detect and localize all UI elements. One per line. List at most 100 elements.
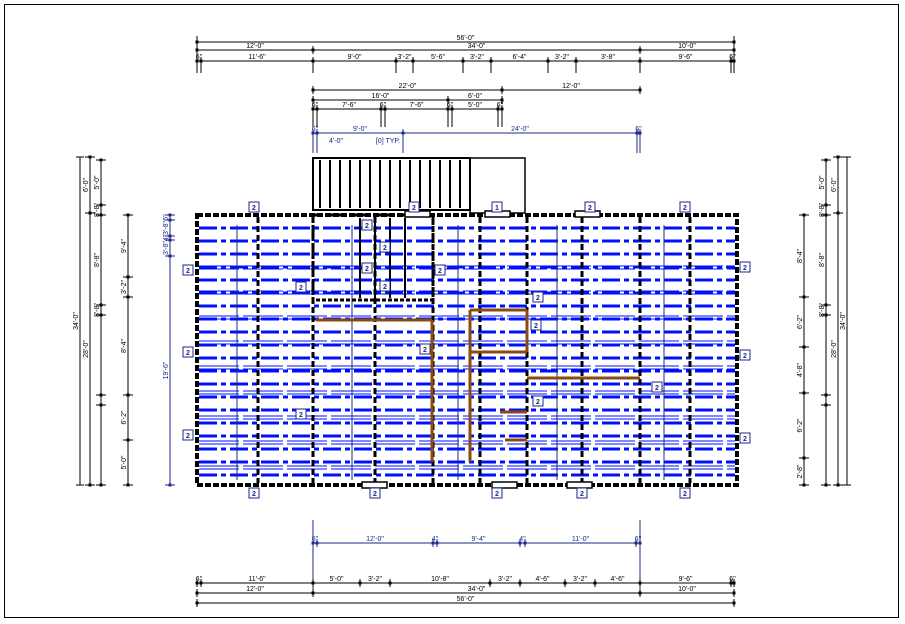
- dimension-label: 9'-6": [679, 54, 693, 61]
- dimension-label: 8'-8": [94, 203, 101, 217]
- dimension-tick: [638, 48, 642, 52]
- dimension-label: 6'-0": [831, 178, 838, 192]
- dimension-tick: [195, 59, 199, 63]
- dimension-tick: [836, 483, 840, 487]
- dimension-tick: [195, 581, 199, 585]
- section-tag-label: 2: [412, 205, 416, 212]
- dimension-tick: [99, 313, 103, 317]
- section-tag: [182, 346, 194, 358]
- dimension-label: 3'-2": [573, 576, 587, 583]
- section-tag-label: 2: [743, 353, 747, 360]
- section-tag-label: 2: [588, 205, 592, 212]
- dimension-tick: [489, 59, 493, 63]
- dimension-tick: [311, 107, 315, 111]
- dimension-tick: [500, 107, 504, 111]
- dimension-tick: [563, 581, 567, 585]
- dimension-label: 8'-4": [121, 339, 128, 353]
- dimension-tick: [802, 345, 806, 349]
- dimension-label: 8'-8": [819, 253, 826, 267]
- section-tag-label: 2: [186, 433, 190, 440]
- dimension-tick: [836, 155, 840, 159]
- dimension-tick: [729, 581, 733, 585]
- dimension-tick: [496, 107, 500, 111]
- section-tag: [491, 201, 503, 213]
- dimension-tick: [635, 131, 639, 135]
- dimension-tick: [126, 483, 130, 487]
- dimension-tick: [802, 213, 806, 217]
- section-tag: [651, 381, 663, 393]
- dimension-tick: [383, 107, 387, 111]
- dimension-label: 28'-0": [831, 340, 838, 358]
- section-tag: [679, 201, 691, 213]
- dimension-tick: [168, 213, 172, 217]
- dimension-tick: [435, 541, 439, 545]
- dimension-tick: [315, 541, 319, 545]
- dimension-label: 9'-0": [353, 126, 367, 133]
- dimension-tick: [824, 483, 828, 487]
- dimension-label: 3'-2": [368, 576, 382, 583]
- section-tag-label: 2: [299, 412, 303, 419]
- section-tag-label: 2: [655, 385, 659, 392]
- dimension-label: 6": [196, 576, 203, 583]
- section-tag: [248, 201, 260, 213]
- section-tag: [739, 432, 751, 444]
- section-tag: [419, 343, 431, 355]
- dimension-label: 6": [447, 102, 454, 109]
- section-tag-label: 2: [743, 265, 747, 272]
- dimension-label: 4'-0": [329, 138, 343, 145]
- dimension-tick: [99, 158, 103, 162]
- section-tag: [434, 264, 446, 276]
- dimension-label: 34'-0": [73, 312, 80, 330]
- dimension-tick: [168, 218, 172, 222]
- section-tag-label: 2: [186, 268, 190, 275]
- dimension-label: 6": [729, 576, 736, 583]
- section-tag-label: 2: [365, 266, 369, 273]
- dimension-tick: [394, 59, 398, 63]
- dimension-tick: [168, 234, 172, 238]
- dimension-tick: [638, 88, 642, 92]
- dimension-tick: [311, 59, 315, 63]
- dimension-label: 7'-6": [342, 102, 356, 109]
- dimension-tick: [824, 303, 828, 307]
- section-tag-label: 2: [534, 323, 538, 330]
- dimension-tick: [824, 393, 828, 397]
- dimension-tick: [401, 131, 405, 135]
- section-tag: [584, 201, 596, 213]
- dimension-label: 6": [163, 214, 170, 221]
- dimension-tick: [99, 303, 103, 307]
- dimension-label: 10'-8": [431, 576, 449, 583]
- dimension-label: 9'-0": [348, 54, 362, 61]
- dimension-label: 5'-0": [819, 175, 826, 189]
- dimension-label: 6": [635, 126, 642, 133]
- section-tag-label: 2: [536, 295, 540, 302]
- dimension-tick: [126, 213, 130, 217]
- section-tag: [295, 408, 307, 420]
- dimension-tick: [99, 403, 103, 407]
- dimension-label: 3'-8": [163, 241, 170, 255]
- dimension-label: 6": [312, 126, 319, 133]
- dimension-label: 2'-8": [797, 464, 804, 478]
- dimension-tick: [638, 59, 642, 63]
- dimension-label: 28'-0": [83, 340, 90, 358]
- dimension-label: 34'-0": [468, 43, 486, 50]
- dimension-tick: [311, 48, 315, 52]
- dimension-label: 6'-2": [797, 418, 804, 432]
- dimension-tick: [446, 98, 450, 102]
- section-tag-label: 2: [536, 399, 540, 406]
- dimension-tick: [518, 541, 522, 545]
- dimension-tick: [88, 211, 92, 215]
- dimension-tick: [126, 393, 130, 397]
- dimension-tick: [450, 107, 454, 111]
- dimension-label: 34'-0": [840, 312, 847, 330]
- dimension-label: 4": [432, 536, 439, 543]
- dimension-tick: [546, 59, 550, 63]
- dimension-tick: [311, 131, 315, 135]
- section-tag: [361, 219, 373, 231]
- dimension-label: 6'-2": [121, 410, 128, 424]
- dimension-label: 12'-0": [246, 586, 264, 593]
- section-tag: [739, 261, 751, 273]
- dimension-tick: [199, 59, 203, 63]
- dimension-label: 7'-6": [410, 102, 424, 109]
- dimension-tick: [802, 391, 806, 395]
- dimension-tick: [824, 203, 828, 207]
